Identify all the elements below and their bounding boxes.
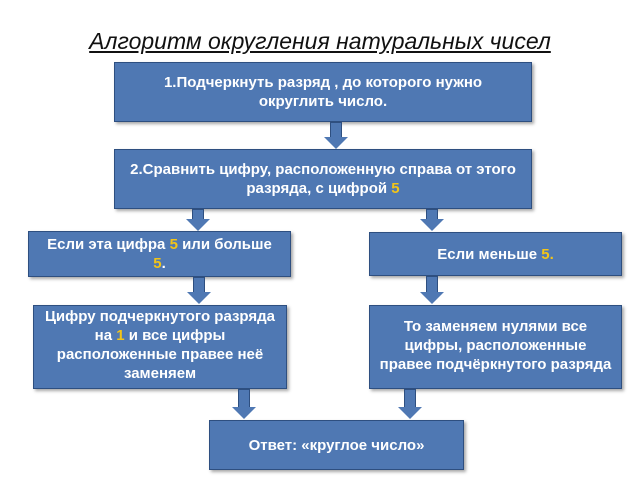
- left-action-text: Цифру подчеркнутого разряда на 1 и все ц…: [44, 307, 276, 383]
- left-condition-part3: .: [161, 255, 166, 272]
- left-action-highlight: 1: [116, 327, 125, 344]
- left-action-part2: и все цифры расположенные правее неё зам…: [56, 327, 264, 382]
- right-condition-text: Если меньше 5.: [437, 245, 554, 264]
- answer-box: Ответ: «круглое число»: [209, 420, 464, 470]
- left-condition-box: Если эта цифра 5 или больше 5.: [28, 231, 291, 277]
- step1-box: 1.Подчеркнуть разряд , до которого нужно…: [114, 62, 532, 122]
- diagram-title: Алгоритм округления натуральных чисел: [89, 28, 551, 54]
- left-condition-highlight2: 5: [153, 255, 162, 272]
- step2-text-main: 2.Сравнить цифру, расположенную справа о…: [130, 161, 516, 197]
- step2-text: 2.Сравнить цифру, расположенную справа о…: [125, 160, 521, 198]
- right-condition-box: Если меньше 5.: [369, 232, 622, 276]
- step2-box: 2.Сравнить цифру, расположенную справа о…: [114, 149, 532, 209]
- right-action-text: То заменяем нулями все цифры, расположен…: [379, 317, 612, 373]
- right-condition-part1: Если меньше: [437, 245, 542, 263]
- step2-highlight: 5: [391, 180, 400, 197]
- left-condition-part1: Если эта цифра: [47, 236, 170, 253]
- left-condition-part2: или больше: [177, 236, 272, 253]
- left-condition-highlight1: 5: [169, 236, 178, 253]
- right-condition-highlight: 5: [541, 245, 550, 263]
- left-action-part1: Цифру подчеркнутого разряда на: [44, 308, 276, 344]
- answer-text: Ответ: «круглое число»: [248, 436, 425, 454]
- right-action-box: То заменяем нулями все цифры, расположен…: [369, 305, 622, 389]
- right-condition-period: .: [549, 245, 554, 263]
- left-action-box: Цифру подчеркнутого разряда на 1 и все ц…: [33, 305, 287, 389]
- left-condition-text: Если эта цифра 5 или больше 5.: [39, 235, 280, 273]
- step1-text: 1.Подчеркнуть разряд , до которого нужно…: [163, 74, 483, 110]
